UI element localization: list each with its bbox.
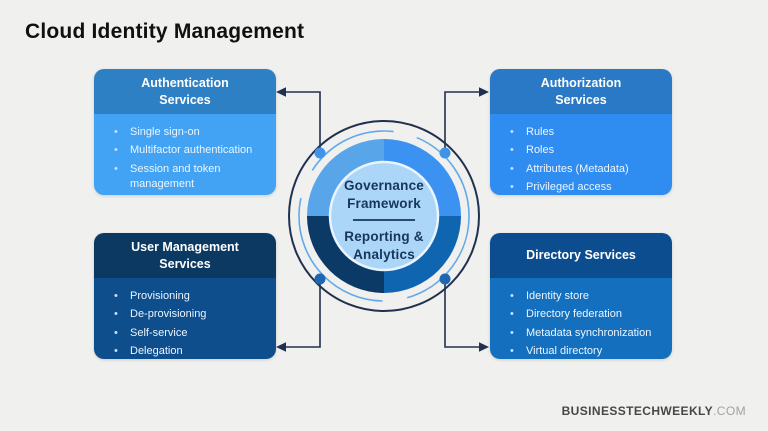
arc-ring <box>298 130 470 302</box>
user-management-services-header: User Management Services <box>94 233 276 278</box>
node-bottom-left-icon <box>314 273 326 285</box>
directory-services-header: Directory Services <box>490 233 672 278</box>
footer-brand: BUSINESSTECHWEEKLY.COM <box>562 404 746 418</box>
list-item: Metadata synchronization <box>510 326 664 342</box>
authentication-services-header: Authentication Services <box>94 69 276 114</box>
node-top-right-icon <box>439 147 451 159</box>
list-item: Attributes (Metadata) <box>510 162 664 178</box>
center-title-line1: Governance <box>344 178 424 193</box>
connector-bottom-right <box>444 279 479 348</box>
authorization-services-body: Rules Roles Attributes (Metadata) Privil… <box>490 114 672 195</box>
connector-top-left <box>286 91 321 153</box>
directory-services-list: Identity store Directory federation Meta… <box>490 278 672 359</box>
authentication-services-body: Single sign-on Multifactor authenticatio… <box>94 114 276 195</box>
authorization-services-title: Authorization Services <box>540 75 622 107</box>
list-item: Self-service <box>114 326 268 342</box>
list-item: Rules <box>510 125 664 141</box>
connector-top-right <box>444 91 479 153</box>
center-subtitle-line1: Reporting & <box>344 229 423 244</box>
arrowhead-bottom-right-icon <box>479 342 489 352</box>
list-item: Single sign-on <box>114 125 268 141</box>
page-title: Cloud Identity Management <box>25 20 305 43</box>
list-item: Roles <box>510 143 664 159</box>
authorization-services-list: Rules Roles Attributes (Metadata) Privil… <box>490 114 672 195</box>
authorization-services-header: Authorization Services <box>490 69 672 114</box>
node-bottom-right-icon <box>439 273 451 285</box>
user-management-services-box: User Management Services Provisioning De… <box>94 233 276 359</box>
authentication-services-title: Authentication Services <box>141 75 229 107</box>
footer-brand-name: BUSINESSTECHWEEKLY <box>561 404 714 418</box>
directory-services-title: Directory Services <box>526 248 636 263</box>
center-subtitle-line2: Analytics <box>353 247 415 262</box>
authentication-services-list: Single sign-on Multifactor authenticatio… <box>94 114 276 195</box>
footer-brand-domain: .COM <box>713 404 746 418</box>
directory-services-body: Identity store Directory federation Meta… <box>490 278 672 359</box>
node-top-left-icon <box>314 147 326 159</box>
outer-ring <box>288 120 480 312</box>
connector-bottom-left <box>286 279 321 348</box>
center-title-line2: Framework <box>347 196 421 211</box>
list-item: Directory federation <box>510 307 664 323</box>
user-management-services-body: Provisioning De-provisioning Self-servic… <box>94 278 276 359</box>
directory-services-box: Directory Services Identity store Direct… <box>490 233 672 359</box>
arrowhead-bottom-left-icon <box>276 342 286 352</box>
arrowhead-top-right-icon <box>479 87 489 97</box>
arrowhead-top-left-icon <box>276 87 286 97</box>
inner-circle <box>328 160 440 272</box>
user-management-services-title: User Management Services <box>131 239 239 271</box>
list-item: Provisioning <box>114 289 268 305</box>
authorization-services-box: Authorization Services Rules Roles Attri… <box>490 69 672 195</box>
authentication-services-box: Authentication Services Single sign-on M… <box>94 69 276 195</box>
list-item: Session and token management <box>114 162 268 193</box>
list-item: Privileged access <box>510 180 664 195</box>
list-item: Virtual directory <box>510 344 664 359</box>
list-item: Multifactor authentication <box>114 143 268 159</box>
list-item: Identity store <box>510 289 664 305</box>
list-item: De-provisioning <box>114 307 268 323</box>
list-item: Delegation <box>114 344 268 359</box>
user-management-services-list: Provisioning De-provisioning Self-servic… <box>94 278 276 359</box>
